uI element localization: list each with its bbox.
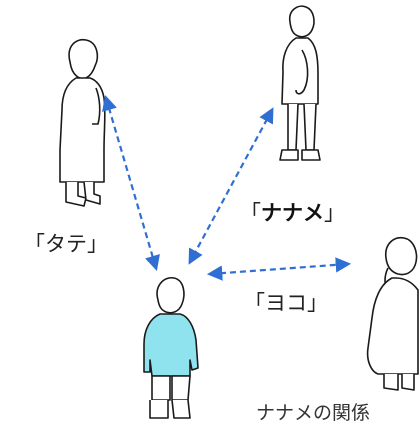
naname-close-bracket: 」 [324, 201, 345, 225]
diagonal-relation-arrow [188, 107, 274, 265]
caption: ナナメの関係 [256, 402, 371, 424]
horizontal-relation-label: 「ヨコ」 [244, 291, 328, 315]
diagonal-relation-label: 「ナナメ」 [240, 197, 345, 227]
naname-open-bracket: 「 [240, 201, 261, 225]
vertical-relation-arrow [102, 95, 160, 271]
naname-word: ナナメ [261, 201, 324, 225]
girl-figure [366, 236, 419, 391]
horizontal-relation-arrow [206, 257, 352, 281]
vertical-relation-label: 「タテ」 [24, 232, 108, 256]
adult-woman-figure [59, 38, 106, 207]
adult-man-figure [279, 5, 321, 161]
child-figure [143, 276, 199, 419]
relationship-arrows [102, 95, 352, 281]
